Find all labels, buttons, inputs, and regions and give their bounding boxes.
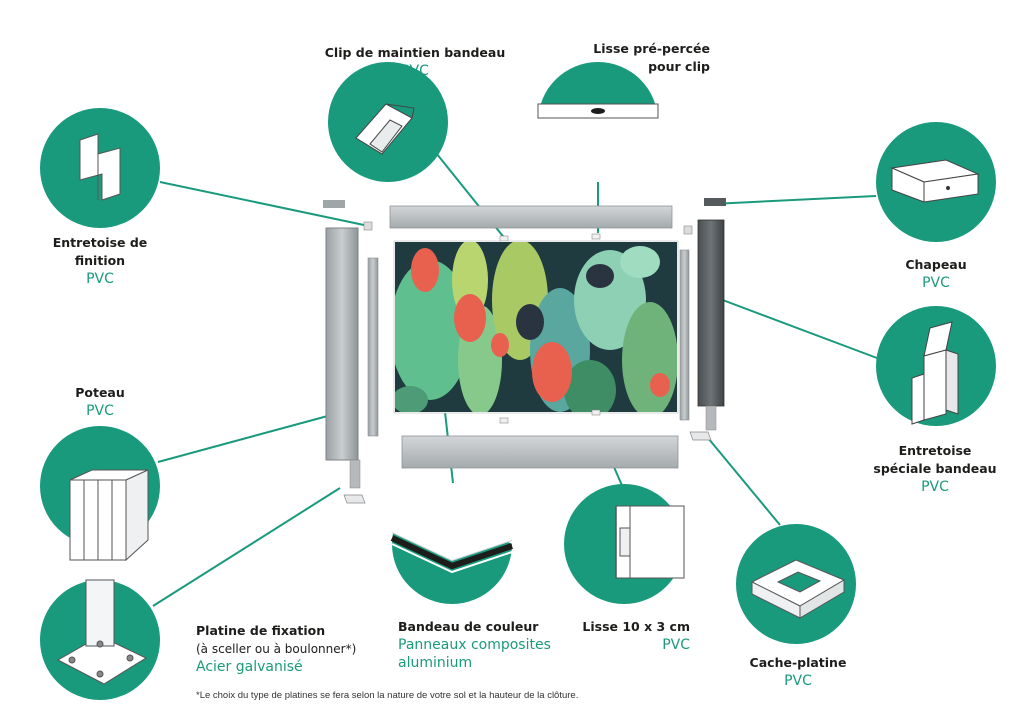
material: PVC (922, 275, 950, 291)
circle-clip-maintien (328, 62, 448, 182)
material: PVC (86, 271, 114, 287)
bottom-clip-right (591, 409, 601, 416)
label-poteau: Poteau PVC (50, 384, 150, 420)
circle-entretoise-speciale (876, 306, 996, 426)
composite-panel-icon (390, 484, 513, 574)
plate-cover-icon (750, 559, 846, 619)
label-lisse: Lisse 10 x 3 cm PVC (570, 618, 690, 654)
post-profile-icon (69, 469, 149, 562)
bottom-clip-left (499, 417, 509, 424)
title-line: pour clip (648, 59, 710, 74)
fence-assembly (323, 198, 726, 504)
material-line: aluminium (398, 655, 473, 671)
title-line: Entretoise de (52, 235, 148, 250)
panel-spacer-icon (911, 321, 959, 425)
clip-icon (355, 103, 415, 155)
title-line: Entretoise (898, 443, 972, 458)
left-post-foot (349, 459, 361, 489)
title: Poteau (75, 385, 125, 400)
circle-entretoise-finition (40, 108, 160, 228)
material: PVC (921, 479, 949, 495)
circle-lisse (564, 484, 685, 604)
title-line: spéciale bandeau (873, 461, 997, 476)
material: PVC (784, 673, 812, 689)
label-chapeau: Chapeau PVC (876, 256, 996, 292)
label-entretoise-speciale: Entretoise spéciale bandeau PVC (860, 442, 1010, 496)
right-post (697, 219, 725, 407)
left-post-cap (323, 200, 345, 208)
drilled-rail-icon (537, 103, 659, 182)
title: Cache-platine (749, 655, 847, 670)
title: Bandeau de couleur (398, 619, 539, 634)
material-line: Panneaux composites (398, 637, 551, 653)
title: Platine de fixation (196, 623, 326, 638)
circle-chapeau (876, 122, 996, 242)
circle-poteau (40, 426, 160, 562)
botanical-panel-art (395, 242, 677, 412)
material: PVC (662, 637, 690, 653)
rail-section-icon (615, 505, 685, 579)
title-line: finition (74, 253, 126, 268)
bottom-rail (401, 435, 679, 469)
title: Clip de maintien bandeau (324, 45, 506, 60)
title-line: Lisse pré-percée (593, 41, 710, 56)
left-post (325, 227, 359, 461)
title: Chapeau (905, 257, 967, 272)
right-finish-spacer (683, 225, 693, 235)
top-rail (389, 205, 673, 229)
top-clip-left (499, 235, 509, 242)
label-bandeau: Bandeau de couleur Panneaux composites a… (398, 618, 588, 672)
material: PVC (401, 63, 429, 79)
left-plate-cover (343, 494, 366, 504)
right-plate-cover (689, 431, 712, 441)
top-clip-right (591, 233, 601, 240)
title: Lisse 10 x 3 cm (582, 619, 690, 634)
material: Acier galvanisé (196, 659, 303, 675)
right-post-cap (704, 198, 726, 206)
left-finish-spacer (363, 221, 373, 231)
circle-bandeau (390, 484, 513, 604)
post-cap-icon (890, 159, 980, 203)
material: PVC (86, 403, 114, 419)
corner-spacer-icon (79, 133, 121, 201)
circle-lisse-percee (537, 62, 659, 182)
right-spacer-bar (679, 249, 690, 421)
label-lisse-percee: Lisse pré-percée pour clip (560, 40, 710, 76)
footnote: *Le choix du type de platines se fera se… (196, 690, 579, 701)
subtitle: (à sceller ou à boulonner*) (196, 642, 357, 656)
label-cache-platine: Cache-platine PVC (736, 654, 860, 690)
circle-platine (40, 579, 160, 700)
base-plate-icon (56, 579, 148, 685)
label-entretoise-finition: Entretoise de finition PVC (40, 234, 160, 288)
right-post-foot (705, 405, 717, 431)
label-platine: Platine de fixation (à sceller ou à boul… (196, 622, 396, 676)
circle-cache-platine (736, 524, 856, 644)
label-clip-maintien: Clip de maintien bandeau PVC (300, 44, 530, 80)
left-spacer-bar (367, 257, 379, 437)
